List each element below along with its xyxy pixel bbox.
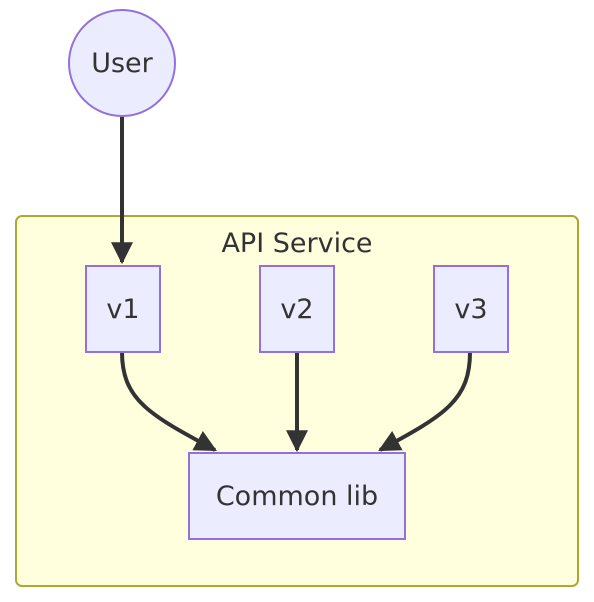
- edge-v1-to-common-lib: [120, 351, 217, 452]
- api-service-group-label: API Service: [221, 228, 372, 259]
- node-common-lib: Common lib: [188, 452, 406, 540]
- edges: [111, 117, 472, 453]
- node-v2-label: v2: [280, 294, 313, 325]
- node-user-shape: [68, 9, 176, 117]
- node-v3-shape: [433, 265, 509, 353]
- node-common-lib-label: Common lib: [216, 481, 378, 512]
- node-v3-label: v3: [454, 294, 487, 325]
- node-v2: v2: [259, 265, 335, 353]
- node-user: User: [68, 9, 176, 117]
- edge-v3-to-common-lib: [378, 351, 472, 452]
- node-common-lib-shape: [188, 452, 406, 540]
- node-v1-label: v1: [106, 294, 139, 325]
- node-v3: v3: [433, 265, 509, 353]
- node-v1-shape: [85, 265, 161, 353]
- node-v1: v1: [85, 265, 161, 353]
- node-v2-shape: [259, 265, 335, 353]
- node-user-label: User: [91, 48, 153, 79]
